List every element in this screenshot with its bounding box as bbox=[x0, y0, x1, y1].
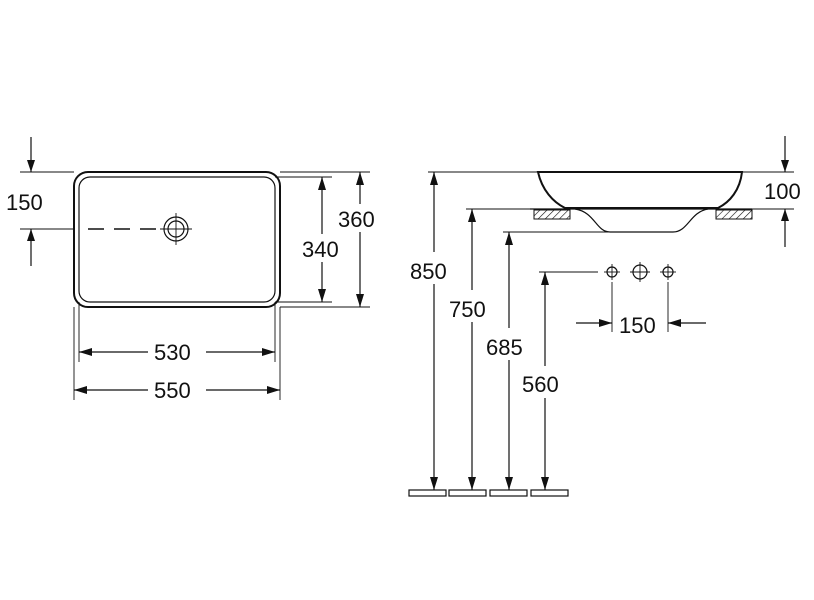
dimension-depth-offset: 150 bbox=[6, 137, 74, 266]
label-outer-depth: 360 bbox=[338, 207, 375, 232]
dimension-outer-width: 550 bbox=[73, 307, 281, 403]
dimension-tap-height: 560 bbox=[522, 272, 559, 490]
label-inner-width: 530 bbox=[154, 340, 191, 365]
floor-blocks bbox=[408, 489, 569, 497]
label-bowl-height: 100 bbox=[764, 179, 801, 204]
tap-hole-left-icon bbox=[604, 264, 620, 280]
label-bottom-height: 750 bbox=[449, 297, 486, 322]
label-tap-height: 560 bbox=[522, 372, 559, 397]
label-inner-depth: 340 bbox=[302, 237, 339, 262]
top-view: 150 530 550 bbox=[6, 137, 375, 403]
label-depth-offset: 150 bbox=[6, 190, 43, 215]
dimension-inner-depth: 340 bbox=[275, 176, 339, 303]
label-outlet-height: 685 bbox=[486, 335, 523, 360]
dimension-bottom-height: 750 bbox=[449, 209, 486, 490]
dimension-outlet-height: 685 bbox=[486, 232, 523, 490]
tap-hole-center-icon bbox=[630, 262, 650, 282]
label-outer-width: 550 bbox=[154, 378, 191, 403]
dimension-rim-height: 850 bbox=[410, 172, 447, 490]
basin-inner-outline bbox=[78, 176, 276, 303]
drain-icon bbox=[160, 213, 192, 245]
dimension-inner-width: 530 bbox=[78, 302, 276, 365]
tap-hole-right-icon bbox=[660, 264, 676, 280]
countertop-right bbox=[715, 209, 753, 220]
label-rim-height: 850 bbox=[410, 259, 447, 284]
dimension-tap-spacing: 150 bbox=[576, 282, 706, 338]
basin-outer-outline bbox=[73, 171, 281, 308]
countertop-left bbox=[533, 209, 571, 220]
basin-base bbox=[574, 208, 709, 233]
dimension-bowl-height: 100 bbox=[742, 136, 801, 247]
side-view: 850 750 685 560 bbox=[408, 136, 801, 497]
basin-bowl-profile bbox=[536, 171, 744, 209]
label-tap-spacing: 150 bbox=[619, 313, 656, 338]
dimension-outer-depth: 360 bbox=[280, 171, 375, 308]
